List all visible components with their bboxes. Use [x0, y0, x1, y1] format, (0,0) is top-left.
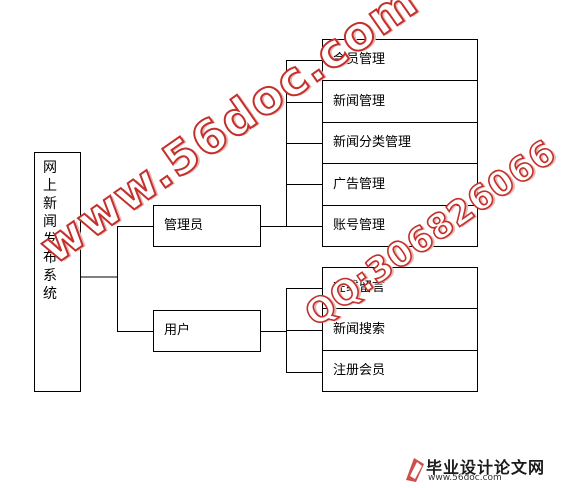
- leaf-label: 新闻搜索: [333, 321, 386, 337]
- root-label-char: 网: [43, 160, 57, 176]
- leaf-label: 会员管理: [333, 52, 386, 67]
- admin-leaf-account: 账号管理: [322, 205, 478, 247]
- root-label-char: 上: [43, 178, 57, 194]
- admin-label: 管理员: [164, 218, 204, 233]
- admin-leaf-news-category: 新闻分类管理: [322, 122, 478, 164]
- user-label: 用户: [164, 323, 191, 338]
- root-label-char: 发: [43, 232, 57, 248]
- admin-leaf-member: 会员管理: [322, 39, 478, 81]
- leaf-label: 在线留言: [333, 280, 386, 295]
- logo-url: www.56doc.com: [428, 473, 502, 483]
- user-leaf-search: 新闻搜索: [322, 308, 478, 351]
- logo-title: 毕业设计论文网: [426, 458, 546, 477]
- user-leaf-register: 注册会员: [322, 350, 478, 392]
- leaf-label: 广告管理: [333, 176, 386, 192]
- admin-leaf-news: 新闻管理: [322, 80, 478, 123]
- root-label-char: 系: [43, 268, 57, 284]
- logo-emblem-icon: [406, 458, 424, 482]
- admin-leaf-ads: 广告管理: [322, 163, 478, 206]
- leaf-label: 账号管理: [333, 218, 386, 233]
- leaf-label: 注册会员: [333, 363, 386, 378]
- leaf-label: 新闻分类管理: [333, 135, 412, 150]
- root-label-char: 闻: [43, 214, 57, 230]
- root-node: 网上新闻发布系统: [34, 152, 81, 392]
- leaf-label: 新闻管理: [333, 93, 386, 109]
- site-logo: 毕业设计论文网 www.56doc.com: [404, 452, 562, 486]
- root-label-char: 布: [43, 250, 57, 266]
- root-label-char: 新: [43, 196, 57, 212]
- root-label-char: 统: [43, 286, 57, 302]
- user-node: 用户: [153, 310, 261, 352]
- admin-node: 管理员: [153, 205, 261, 247]
- user-leaf-message: 在线留言: [322, 267, 478, 309]
